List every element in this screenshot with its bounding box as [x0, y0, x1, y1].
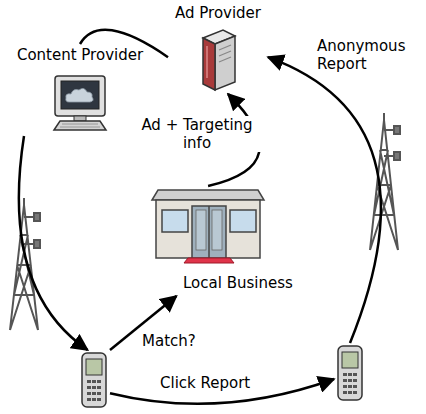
- flow-arrow: [268, 57, 381, 343]
- node-label: Content Provider: [17, 46, 143, 64]
- shop-node: Local Business: [150, 186, 326, 296]
- node-label: Local Business: [183, 274, 293, 292]
- edge-label: Ad + Targeting info: [124, 116, 270, 152]
- phone-icon: [335, 344, 365, 402]
- edge-label: Click Report: [158, 374, 252, 392]
- phone-node: [78, 350, 110, 410]
- flow-arrow: [19, 136, 88, 350]
- edge-label: Anonymous Report: [315, 37, 423, 73]
- phone-icon: [79, 351, 109, 409]
- edge-label: Match?: [140, 332, 198, 350]
- server-node: Ad Provider: [168, 2, 268, 94]
- node-label: Ad Provider: [175, 4, 261, 22]
- computer-icon: [52, 74, 108, 134]
- phone-node: [334, 343, 366, 403]
- shop-icon: [150, 186, 266, 264]
- server-icon: [199, 28, 237, 92]
